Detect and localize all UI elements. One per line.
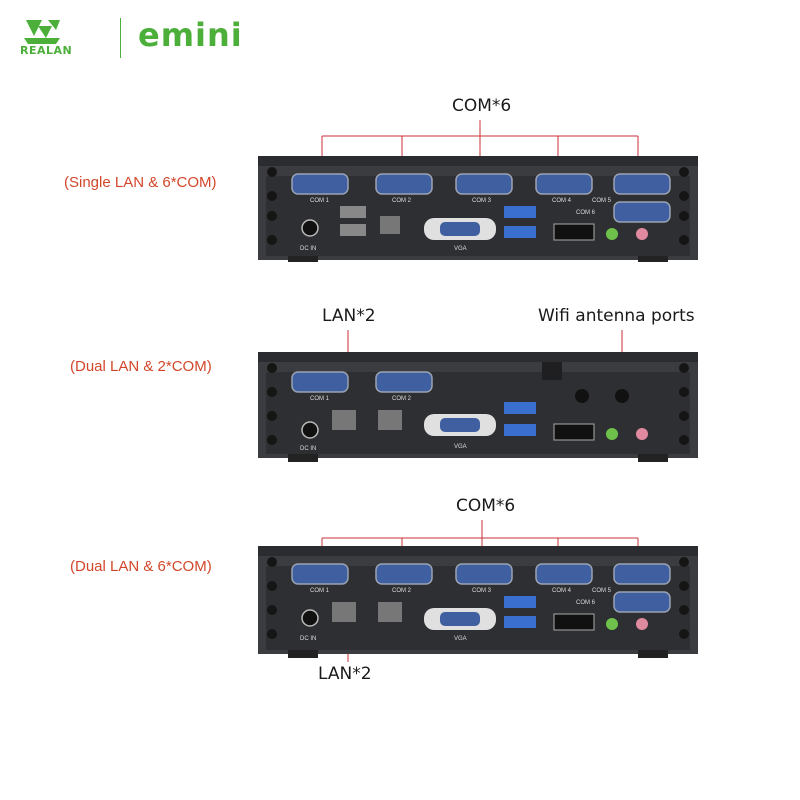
variant-3-lan-callout: LAN*2 — [318, 664, 372, 684]
svg-text:COM 5: COM 5 — [592, 198, 612, 204]
svg-text:COM 6: COM 6 — [576, 600, 596, 606]
svg-text:COM 3: COM 3 — [472, 198, 492, 204]
svg-text:DC IN: DC IN — [300, 636, 316, 642]
svg-text:COM 5: COM 5 — [592, 588, 612, 594]
variant-2-chassis: COM 1 COM 2 DC IN VGA — [258, 352, 698, 462]
product-name: emini — [138, 16, 243, 54]
svg-text:COM 2: COM 2 — [392, 396, 412, 402]
variant-2-wifi-callout: Wifi antenna ports — [538, 306, 695, 326]
svg-text:COM 2: COM 2 — [392, 198, 412, 204]
svg-text:VGA: VGA — [454, 444, 467, 450]
svg-text:COM 4: COM 4 — [552, 588, 572, 594]
svg-text:VGA: VGA — [454, 246, 467, 252]
variant-1-com-callout: COM*6 — [452, 96, 512, 116]
svg-text:DC IN: DC IN — [300, 446, 316, 452]
brand-divider — [120, 18, 121, 58]
svg-text:VGA: VGA — [454, 636, 467, 642]
variant-2-lan-callout: LAN*2 — [322, 306, 376, 326]
variant-1-chassis: COM 1 COM 2 COM 3 COM 4 COM 5 COM 6 DC IN VG… — [258, 156, 698, 264]
realan-logo-text: REALAN — [20, 44, 73, 57]
svg-text:COM 3: COM 3 — [472, 588, 492, 594]
svg-text:COM 6: COM 6 — [576, 210, 596, 216]
variant-1-label: (Single LAN & 6*COM) — [64, 174, 217, 191]
variant-3-com-callout: COM*6 — [456, 496, 516, 516]
variant-3-label: (Dual LAN & 6*COM) — [70, 558, 212, 575]
svg-text:COM 2: COM 2 — [392, 588, 412, 594]
realan-logo-icon — [24, 20, 60, 44]
svg-text:COM 1: COM 1 — [310, 588, 330, 594]
svg-text:COM 1: COM 1 — [310, 198, 330, 204]
variant-2-label: (Dual LAN & 2*COM) — [70, 358, 212, 375]
svg-text:COM 4: COM 4 — [552, 198, 572, 204]
brand-header: REALAN emini — [20, 14, 250, 60]
svg-text:DC IN: DC IN — [300, 246, 316, 252]
svg-text:COM 1: COM 1 — [310, 396, 330, 402]
variant-3-chassis: COM 1 COM 2 COM 3 COM 4 COM 5 COM 6 DC IN VG… — [258, 546, 698, 658]
